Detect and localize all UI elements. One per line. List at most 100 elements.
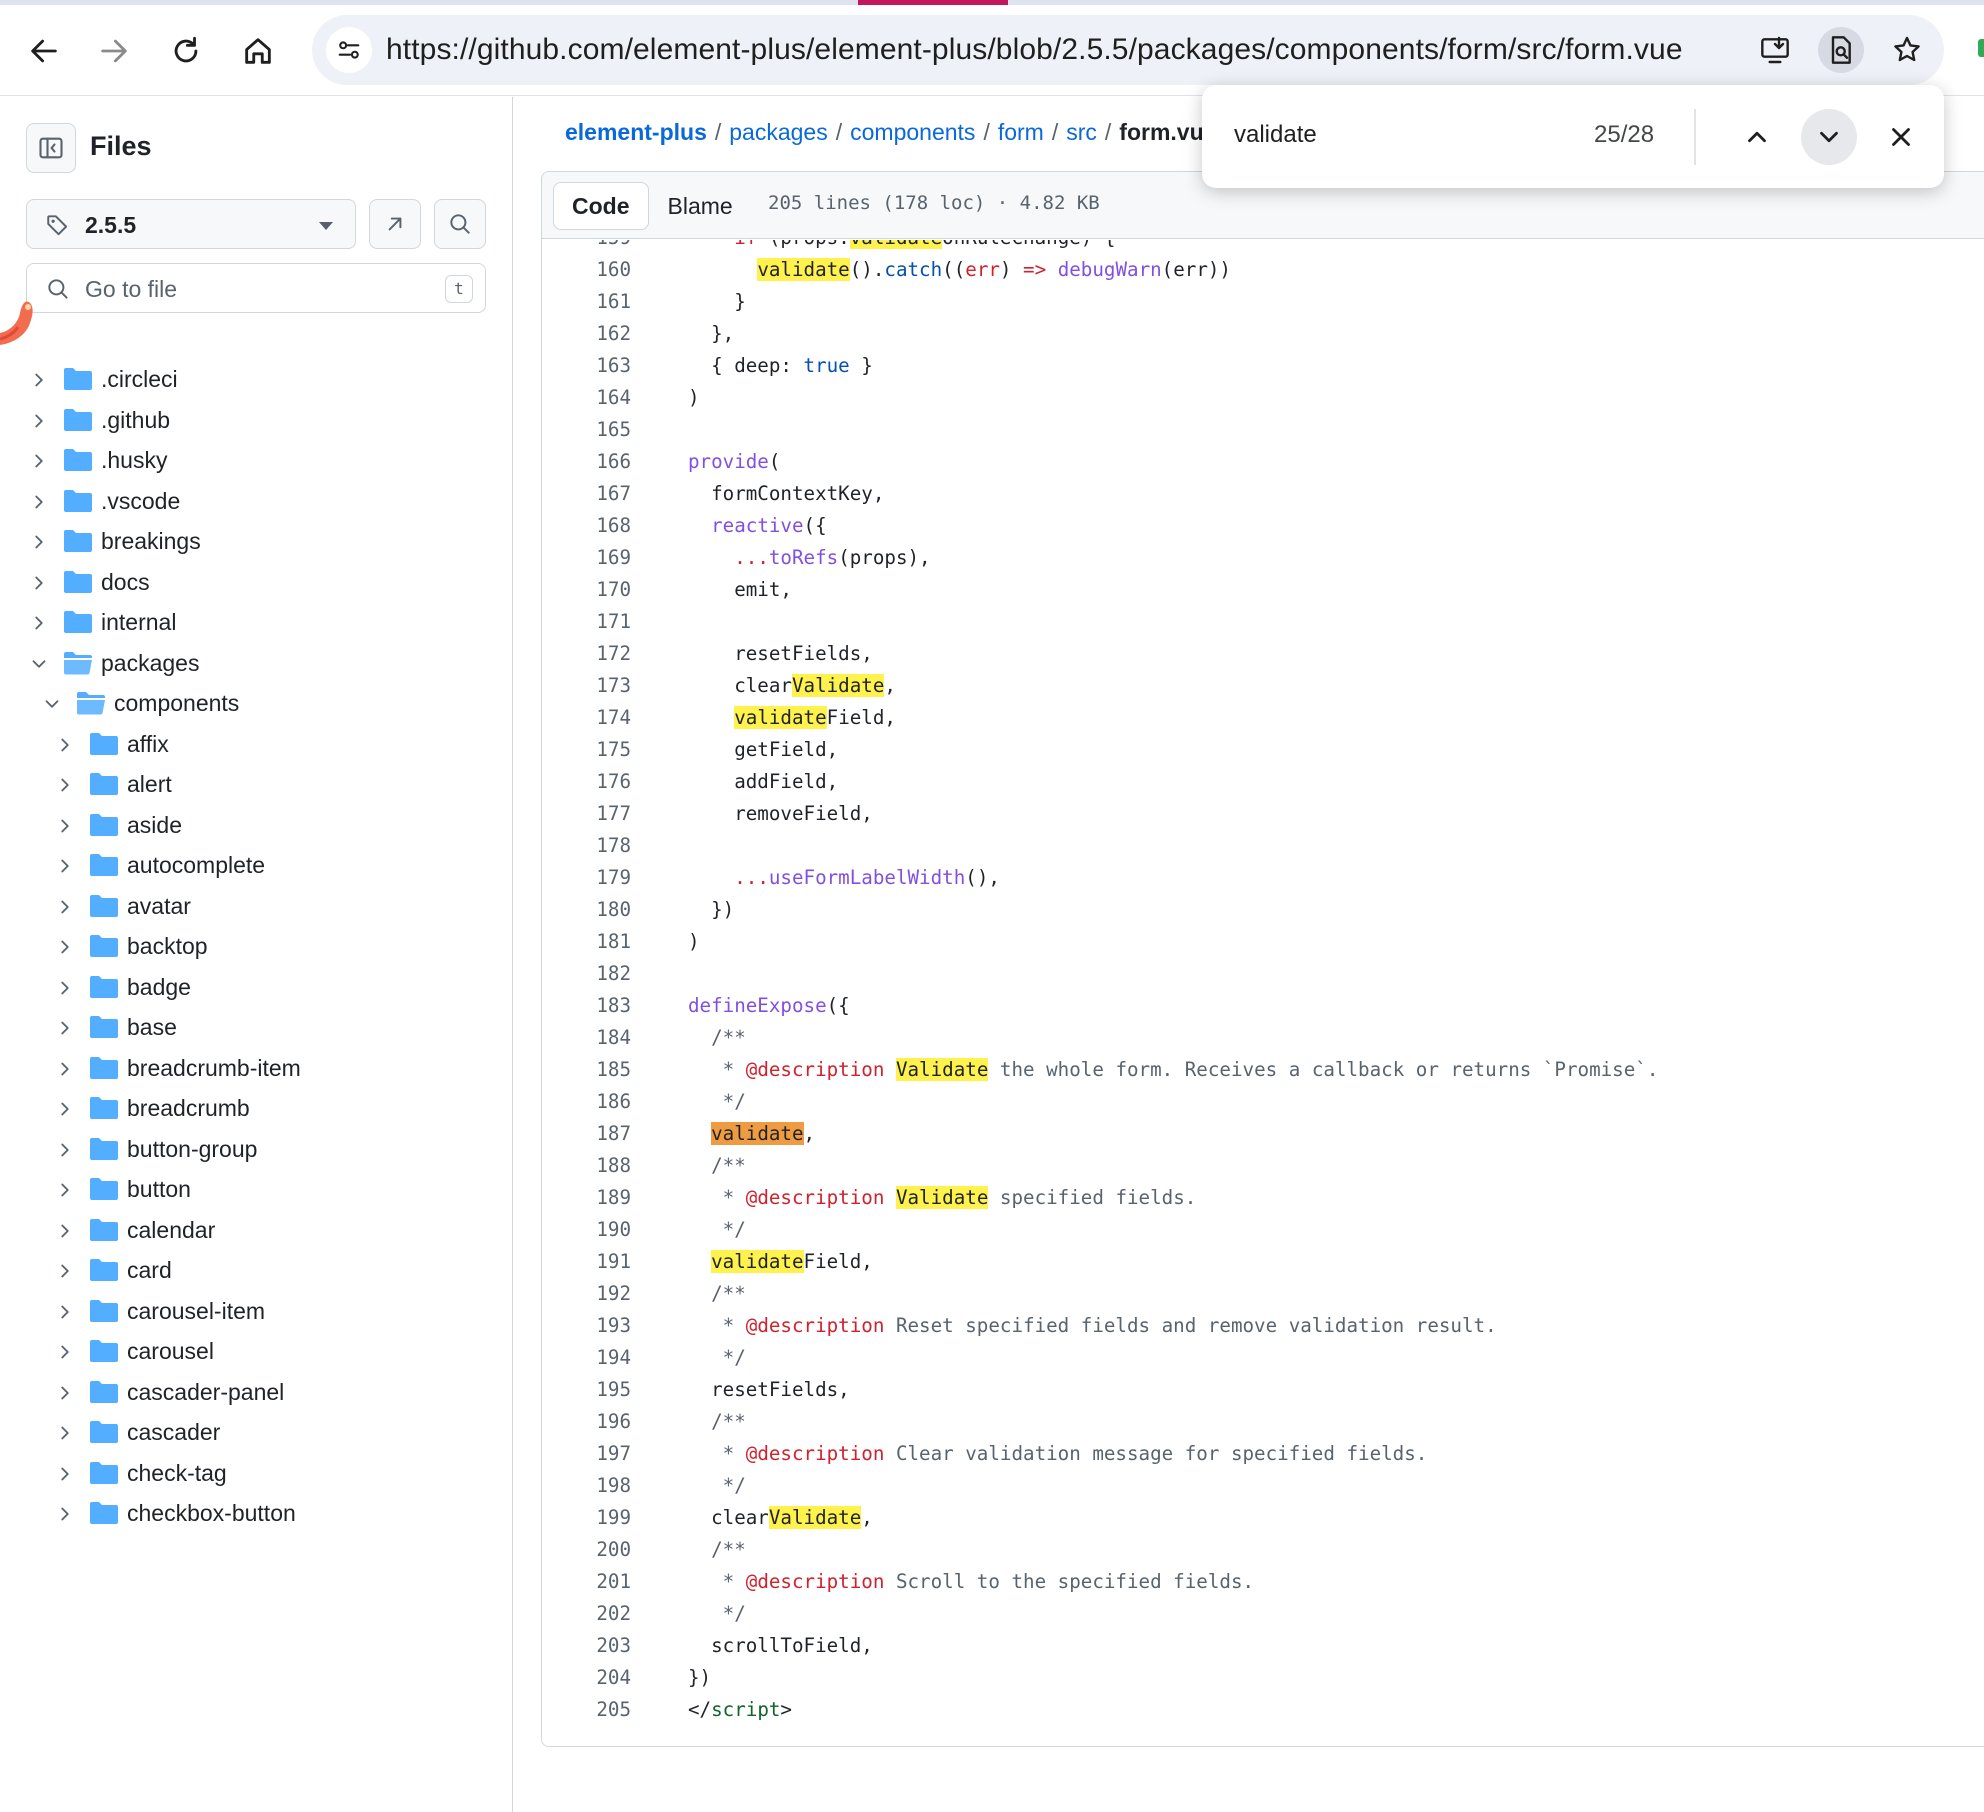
tree-item-internal[interactable]: internal (0, 598, 512, 649)
chevron-right-icon[interactable] (54, 1301, 76, 1323)
line-number[interactable]: 167 (596, 482, 631, 505)
chevron-right-icon[interactable] (54, 1058, 76, 1080)
tree-item-badge[interactable]: badge (0, 963, 512, 1014)
tree-item-breadcrumb-item[interactable]: breadcrumb-item (0, 1044, 512, 1095)
line-number[interactable]: 185 (596, 1058, 631, 1081)
line-number[interactable]: 170 (596, 578, 631, 601)
line-number[interactable]: 181 (596, 930, 631, 953)
chevron-right-icon[interactable] (54, 774, 76, 796)
line-number[interactable]: 179 (596, 866, 631, 889)
chevron-right-icon[interactable] (54, 896, 76, 918)
collapse-sidebar-button[interactable] (26, 123, 76, 173)
line-number[interactable]: 191 (596, 1250, 631, 1273)
tree-item-affix[interactable]: affix (0, 720, 512, 771)
line-number[interactable]: 159 (542, 240, 631, 254)
line-number[interactable]: 161 (596, 290, 631, 313)
tree-item-button-group[interactable]: button-group (0, 1125, 512, 1176)
chevron-right-icon[interactable] (54, 734, 76, 756)
expand-file-tree-button[interactable] (369, 199, 421, 249)
line-number[interactable]: 182 (596, 962, 631, 985)
chevron-right-icon[interactable] (54, 1179, 76, 1201)
chevron-right-icon[interactable] (54, 1463, 76, 1485)
next-match-button[interactable] (1801, 109, 1857, 165)
reload-button[interactable] (160, 25, 212, 77)
forward-button[interactable] (88, 25, 140, 77)
tree-item-carousel[interactable]: carousel (0, 1327, 512, 1378)
tree-item-dot-github[interactable]: .github (0, 396, 512, 447)
tree-item-checkbox-button[interactable]: checkbox-button (0, 1489, 512, 1540)
line-number[interactable]: 163 (596, 354, 631, 377)
chevron-right-icon[interactable] (28, 612, 50, 634)
line-number[interactable]: 195 (596, 1378, 631, 1401)
line-number[interactable]: 196 (596, 1410, 631, 1433)
chevron-right-icon[interactable] (54, 1220, 76, 1242)
site-info-button[interactable] (326, 27, 372, 73)
tree-item-breakings[interactable]: breakings (0, 517, 512, 568)
tree-item-cascader-panel[interactable]: cascader-panel (0, 1368, 512, 1419)
address-bar[interactable]: https://github.com/element-plus/element-… (312, 15, 1944, 85)
line-number[interactable]: 166 (596, 450, 631, 473)
line-number[interactable]: 184 (596, 1026, 631, 1049)
line-number[interactable]: 193 (596, 1314, 631, 1337)
chevron-right-icon[interactable] (28, 369, 50, 391)
breadcrumb-link-form[interactable]: form (997, 119, 1044, 145)
line-number[interactable]: 197 (596, 1442, 631, 1465)
line-number[interactable]: 187 (596, 1122, 631, 1145)
line-number[interactable]: 200 (596, 1538, 631, 1561)
line-number[interactable]: 186 (596, 1090, 631, 1113)
chevron-right-icon[interactable] (28, 410, 50, 432)
bookmark-button[interactable] (1884, 27, 1930, 73)
home-button[interactable] (232, 25, 284, 77)
line-number[interactable]: 169 (596, 546, 631, 569)
tree-item-button[interactable]: button (0, 1165, 512, 1216)
branch-selector[interactable]: 2.5.5 (26, 199, 356, 249)
tree-item-check-tag[interactable]: check-tag (0, 1449, 512, 1500)
find-input[interactable]: validate (1234, 121, 1317, 148)
line-number[interactable]: 189 (596, 1186, 631, 1209)
chevron-down-icon[interactable] (28, 653, 50, 675)
chevron-right-icon[interactable] (54, 1260, 76, 1282)
tree-item-base[interactable]: base (0, 1003, 512, 1054)
tree-item-card[interactable]: card (0, 1246, 512, 1297)
find-in-page-button[interactable] (1818, 27, 1864, 73)
line-number[interactable]: 194 (596, 1346, 631, 1369)
line-number[interactable]: 176 (596, 770, 631, 793)
line-number[interactable]: 173 (596, 674, 631, 697)
chevron-right-icon[interactable] (54, 815, 76, 837)
chevron-right-icon[interactable] (54, 1017, 76, 1039)
tree-item-alert[interactable]: alert (0, 760, 512, 811)
line-number[interactable]: 175 (596, 738, 631, 761)
back-button[interactable] (18, 25, 70, 77)
chevron-right-icon[interactable] (54, 1382, 76, 1404)
search-code-button[interactable] (434, 199, 486, 249)
line-number[interactable]: 198 (596, 1474, 631, 1497)
chevron-right-icon[interactable] (28, 450, 50, 472)
chevron-right-icon[interactable] (54, 1503, 76, 1525)
line-number[interactable]: 172 (596, 642, 631, 665)
line-number[interactable]: 202 (596, 1602, 631, 1625)
line-number[interactable]: 168 (596, 514, 631, 537)
breadcrumb-link-element-plus[interactable]: element-plus (565, 119, 707, 145)
chevron-right-icon[interactable] (54, 1422, 76, 1444)
line-number[interactable]: 203 (596, 1634, 631, 1657)
url-text[interactable]: https://github.com/element-plus/element-… (386, 33, 1683, 66)
tree-item-dot-husky[interactable]: .husky (0, 436, 512, 487)
line-number[interactable]: 204 (596, 1666, 631, 1689)
chevron-right-icon[interactable] (54, 1098, 76, 1120)
line-number[interactable]: 199 (596, 1506, 631, 1529)
tree-item-autocomplete[interactable]: autocomplete (0, 841, 512, 892)
line-number[interactable]: 171 (596, 610, 631, 633)
line-number[interactable]: 190 (596, 1218, 631, 1241)
tree-item-dot-vscode[interactable]: .vscode (0, 477, 512, 528)
chevron-right-icon[interactable] (54, 855, 76, 877)
line-number[interactable]: 174 (596, 706, 631, 729)
breadcrumb-link-packages[interactable]: packages (729, 119, 828, 145)
tree-item-packages[interactable]: packages (0, 639, 512, 690)
tree-item-breadcrumb[interactable]: breadcrumb (0, 1084, 512, 1135)
tree-item-calendar[interactable]: calendar (0, 1206, 512, 1257)
tab-blame[interactable]: Blame (667, 193, 733, 219)
breadcrumb-link-src[interactable]: src (1066, 119, 1097, 145)
line-number[interactable]: 178 (596, 834, 631, 857)
tree-item-docs[interactable]: docs (0, 558, 512, 609)
close-find-button[interactable] (1873, 109, 1929, 165)
